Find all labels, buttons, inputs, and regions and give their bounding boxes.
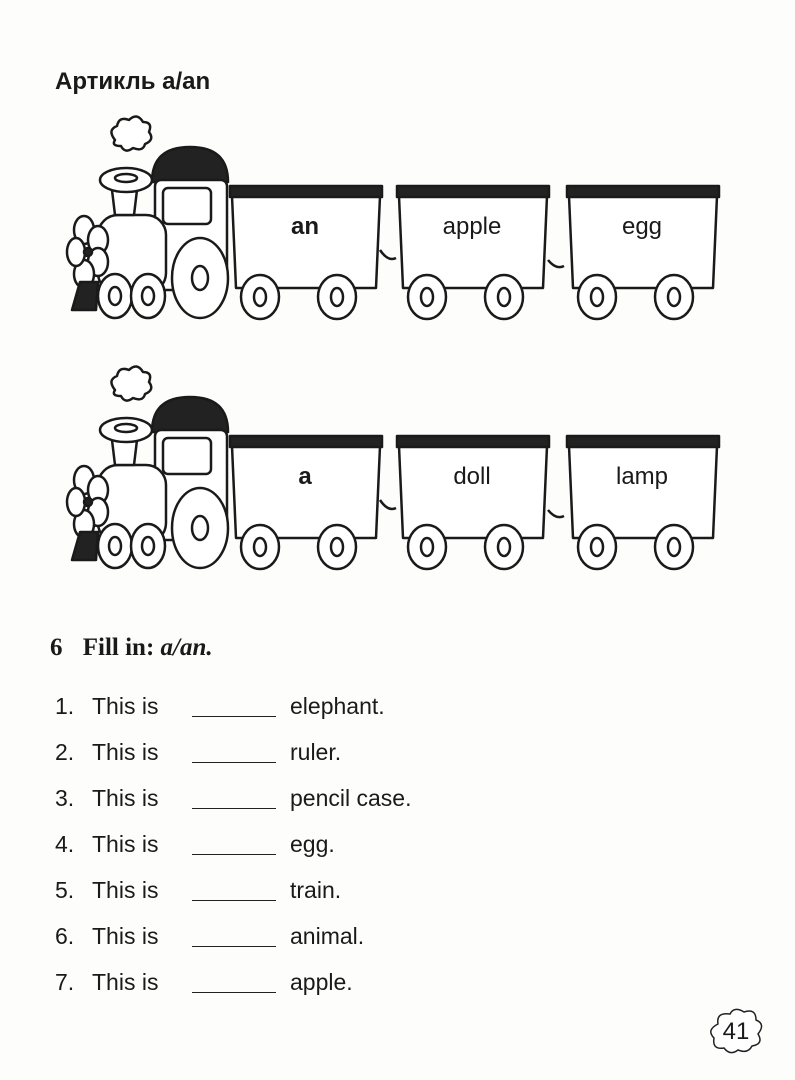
flower-icon — [710, 1008, 763, 1054]
answer-blank[interactable] — [192, 946, 276, 947]
item-number: 1. — [55, 693, 75, 719]
item-text: This is — [92, 877, 159, 903]
wagon-word: an — [290, 213, 319, 240]
exercise-heading: 6 Fill in: a/an. — [50, 634, 213, 662]
wagon-word: lamp — [615, 463, 669, 490]
exercise-instruction-italic: a/an. — [160, 634, 213, 661]
item-text: This is — [92, 969, 159, 995]
item-text: This is — [92, 923, 159, 949]
exercise-instruction: Fill in: — [82, 634, 155, 661]
answer-blank[interactable] — [192, 854, 276, 855]
wagon-word: egg — [621, 213, 663, 240]
item-word: elephant. — [290, 693, 385, 719]
wagon-word: apple — [442, 213, 502, 240]
wagon-word: a — [298, 463, 312, 490]
item-text: This is — [92, 831, 159, 857]
train-illustration-a: a doll lamp — [60, 360, 730, 575]
item-word: egg. — [290, 831, 335, 857]
item-text: This is — [92, 785, 159, 811]
item-word: train. — [290, 877, 342, 903]
page-number: 41 — [706, 1006, 766, 1056]
item-number: 2. — [55, 739, 75, 765]
item-word: ruler. — [290, 739, 342, 765]
answer-blank[interactable] — [192, 762, 276, 763]
item-text: This is — [92, 693, 159, 719]
section-title: Артикль a/an — [55, 68, 211, 95]
item-number: 7. — [55, 969, 75, 995]
answer-blank[interactable] — [192, 992, 276, 993]
item-word: animal. — [290, 923, 365, 949]
item-text: This is — [92, 739, 159, 765]
answer-blank[interactable] — [192, 716, 276, 717]
answer-blank[interactable] — [192, 900, 276, 901]
item-number: 3. — [55, 785, 75, 811]
wagon-word: doll — [453, 463, 491, 490]
item-word: pencil case. — [290, 785, 412, 811]
item-number: 6. — [55, 923, 75, 949]
item-word: apple. — [290, 969, 353, 995]
item-number: 5. — [55, 877, 75, 903]
answer-blank[interactable] — [192, 808, 276, 809]
item-number: 4. — [55, 831, 75, 857]
train-illustration-an: an apple egg — [60, 110, 730, 325]
exercise-number: 6 — [50, 634, 63, 661]
